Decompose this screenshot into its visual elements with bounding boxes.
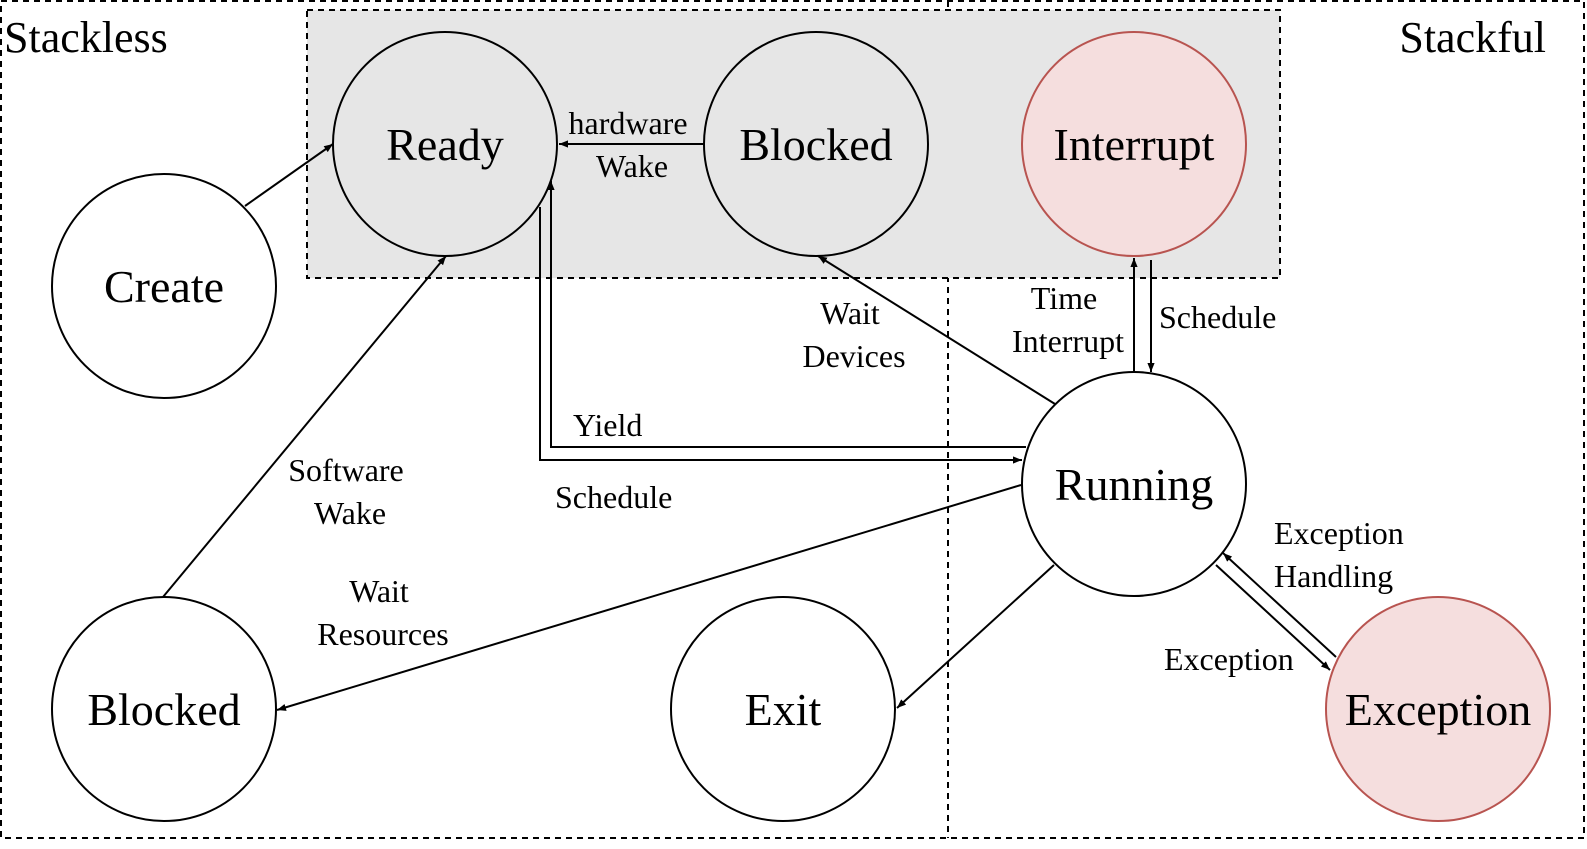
label-time-interrupt: Time Interrupt	[1012, 280, 1124, 359]
edge-exception-handling	[1222, 552, 1337, 658]
label-wait-devices-line2: Devices	[802, 338, 905, 374]
node-blocked-bottom-label: Blocked	[87, 684, 240, 735]
edge-schedule-ready	[539, 207, 1022, 464]
node-exit: Exit	[670, 596, 896, 822]
edge-create-ready	[244, 143, 334, 207]
edge-exception	[1215, 564, 1331, 671]
edge-software-wake	[162, 255, 447, 598]
node-ready-label: Ready	[386, 119, 504, 170]
node-exception: Exception	[1325, 596, 1551, 822]
stackless-region-label: Stackless	[4, 13, 168, 62]
label-exception: Exception	[1164, 641, 1294, 677]
label-schedule-ready: Schedule	[555, 479, 672, 515]
edge-wait-resources	[276, 484, 1022, 711]
label-wait-devices-line1: Wait	[820, 295, 880, 331]
label-hardware-wake-line1: hardware	[568, 105, 687, 141]
node-blocked-top-label: Blocked	[739, 119, 892, 170]
edge-yield	[547, 181, 1026, 448]
label-wait-resources-line2: Resources	[317, 616, 449, 652]
label-exception-handling-line2: Handling	[1274, 558, 1393, 594]
edge-running-exit	[896, 564, 1055, 709]
label-wait-devices: Wait Devices	[802, 295, 905, 374]
stackful-region-label: Stackful	[1399, 13, 1546, 62]
node-exception-label: Exception	[1345, 684, 1532, 735]
node-running: Running	[1021, 371, 1247, 597]
node-create: Create	[51, 173, 277, 399]
label-hardware-wake-line2: Wake	[596, 148, 668, 184]
node-create-label: Create	[104, 261, 224, 312]
node-interrupt-label: Interrupt	[1054, 119, 1215, 170]
label-wait-resources: Wait Resources	[317, 573, 449, 652]
label-software-wake: Software Wake	[288, 452, 412, 531]
label-software-wake-line2: Wake	[314, 495, 386, 531]
node-blocked-bottom: Blocked	[51, 596, 277, 822]
label-exception-handling-line1: Exception	[1274, 515, 1404, 551]
label-schedule-interrupt: Schedule	[1159, 299, 1276, 335]
node-blocked-top: Blocked	[703, 31, 929, 257]
label-time-interrupt-line1: Time	[1031, 280, 1097, 316]
label-time-interrupt-line2: Interrupt	[1012, 323, 1124, 359]
edge-wait-devices	[817, 255, 1056, 405]
label-exception-handling: Exception Handling	[1274, 515, 1412, 594]
label-hardware-wake: hardware Wake	[568, 105, 695, 184]
label-software-wake-line1: Software	[288, 452, 404, 488]
label-wait-resources-line1: Wait	[349, 573, 409, 609]
node-interrupt: Interrupt	[1021, 31, 1247, 257]
node-running-label: Running	[1055, 459, 1213, 510]
node-exit-label: Exit	[745, 684, 822, 735]
node-ready: Ready	[332, 31, 558, 257]
label-yield: Yield	[573, 407, 642, 443]
